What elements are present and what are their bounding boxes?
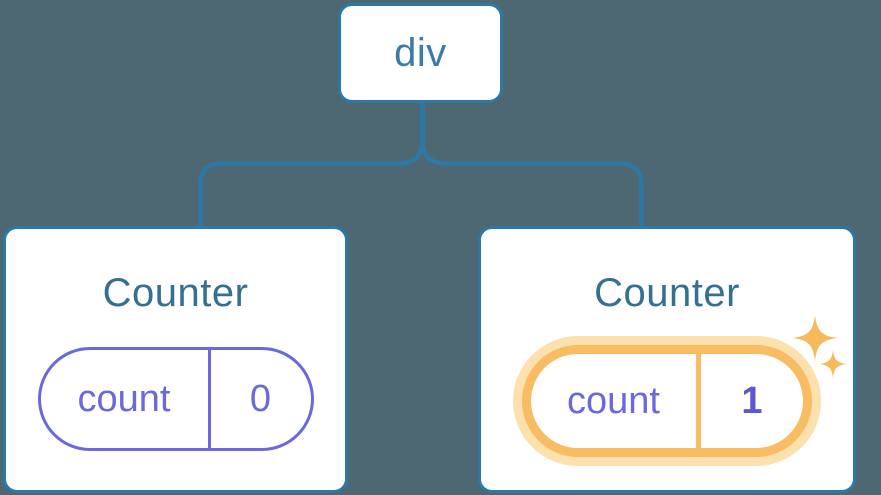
card-title: Counter — [102, 271, 249, 315]
state-value-label: 0 — [249, 377, 272, 420]
card-title: Counter — [594, 271, 740, 315]
tree-root-node: div — [338, 3, 503, 103]
state-pill-highlighted: count 1 — [522, 345, 812, 457]
sparkle-small — [819, 350, 847, 378]
state-key-label: count — [567, 379, 660, 422]
counter-card-left: Counter count 0 — [3, 226, 348, 493]
sparkle-large — [792, 315, 838, 361]
state-key-label: count — [77, 377, 171, 420]
state-value-label: 1 — [741, 379, 763, 422]
state-key-cell: count — [531, 354, 701, 448]
state-value-cell: 0 — [211, 350, 311, 448]
branch-line-right — [420, 102, 644, 227]
state-value-cell: 1 — [701, 354, 803, 448]
counter-card-right: Counter count 1 — [478, 226, 856, 493]
state-pill: count 0 — [37, 347, 314, 451]
branch-line-left — [198, 102, 425, 227]
tree-root-label: div — [394, 30, 447, 75]
sparkles-icon — [792, 315, 847, 378]
state-key-cell: count — [41, 350, 211, 448]
